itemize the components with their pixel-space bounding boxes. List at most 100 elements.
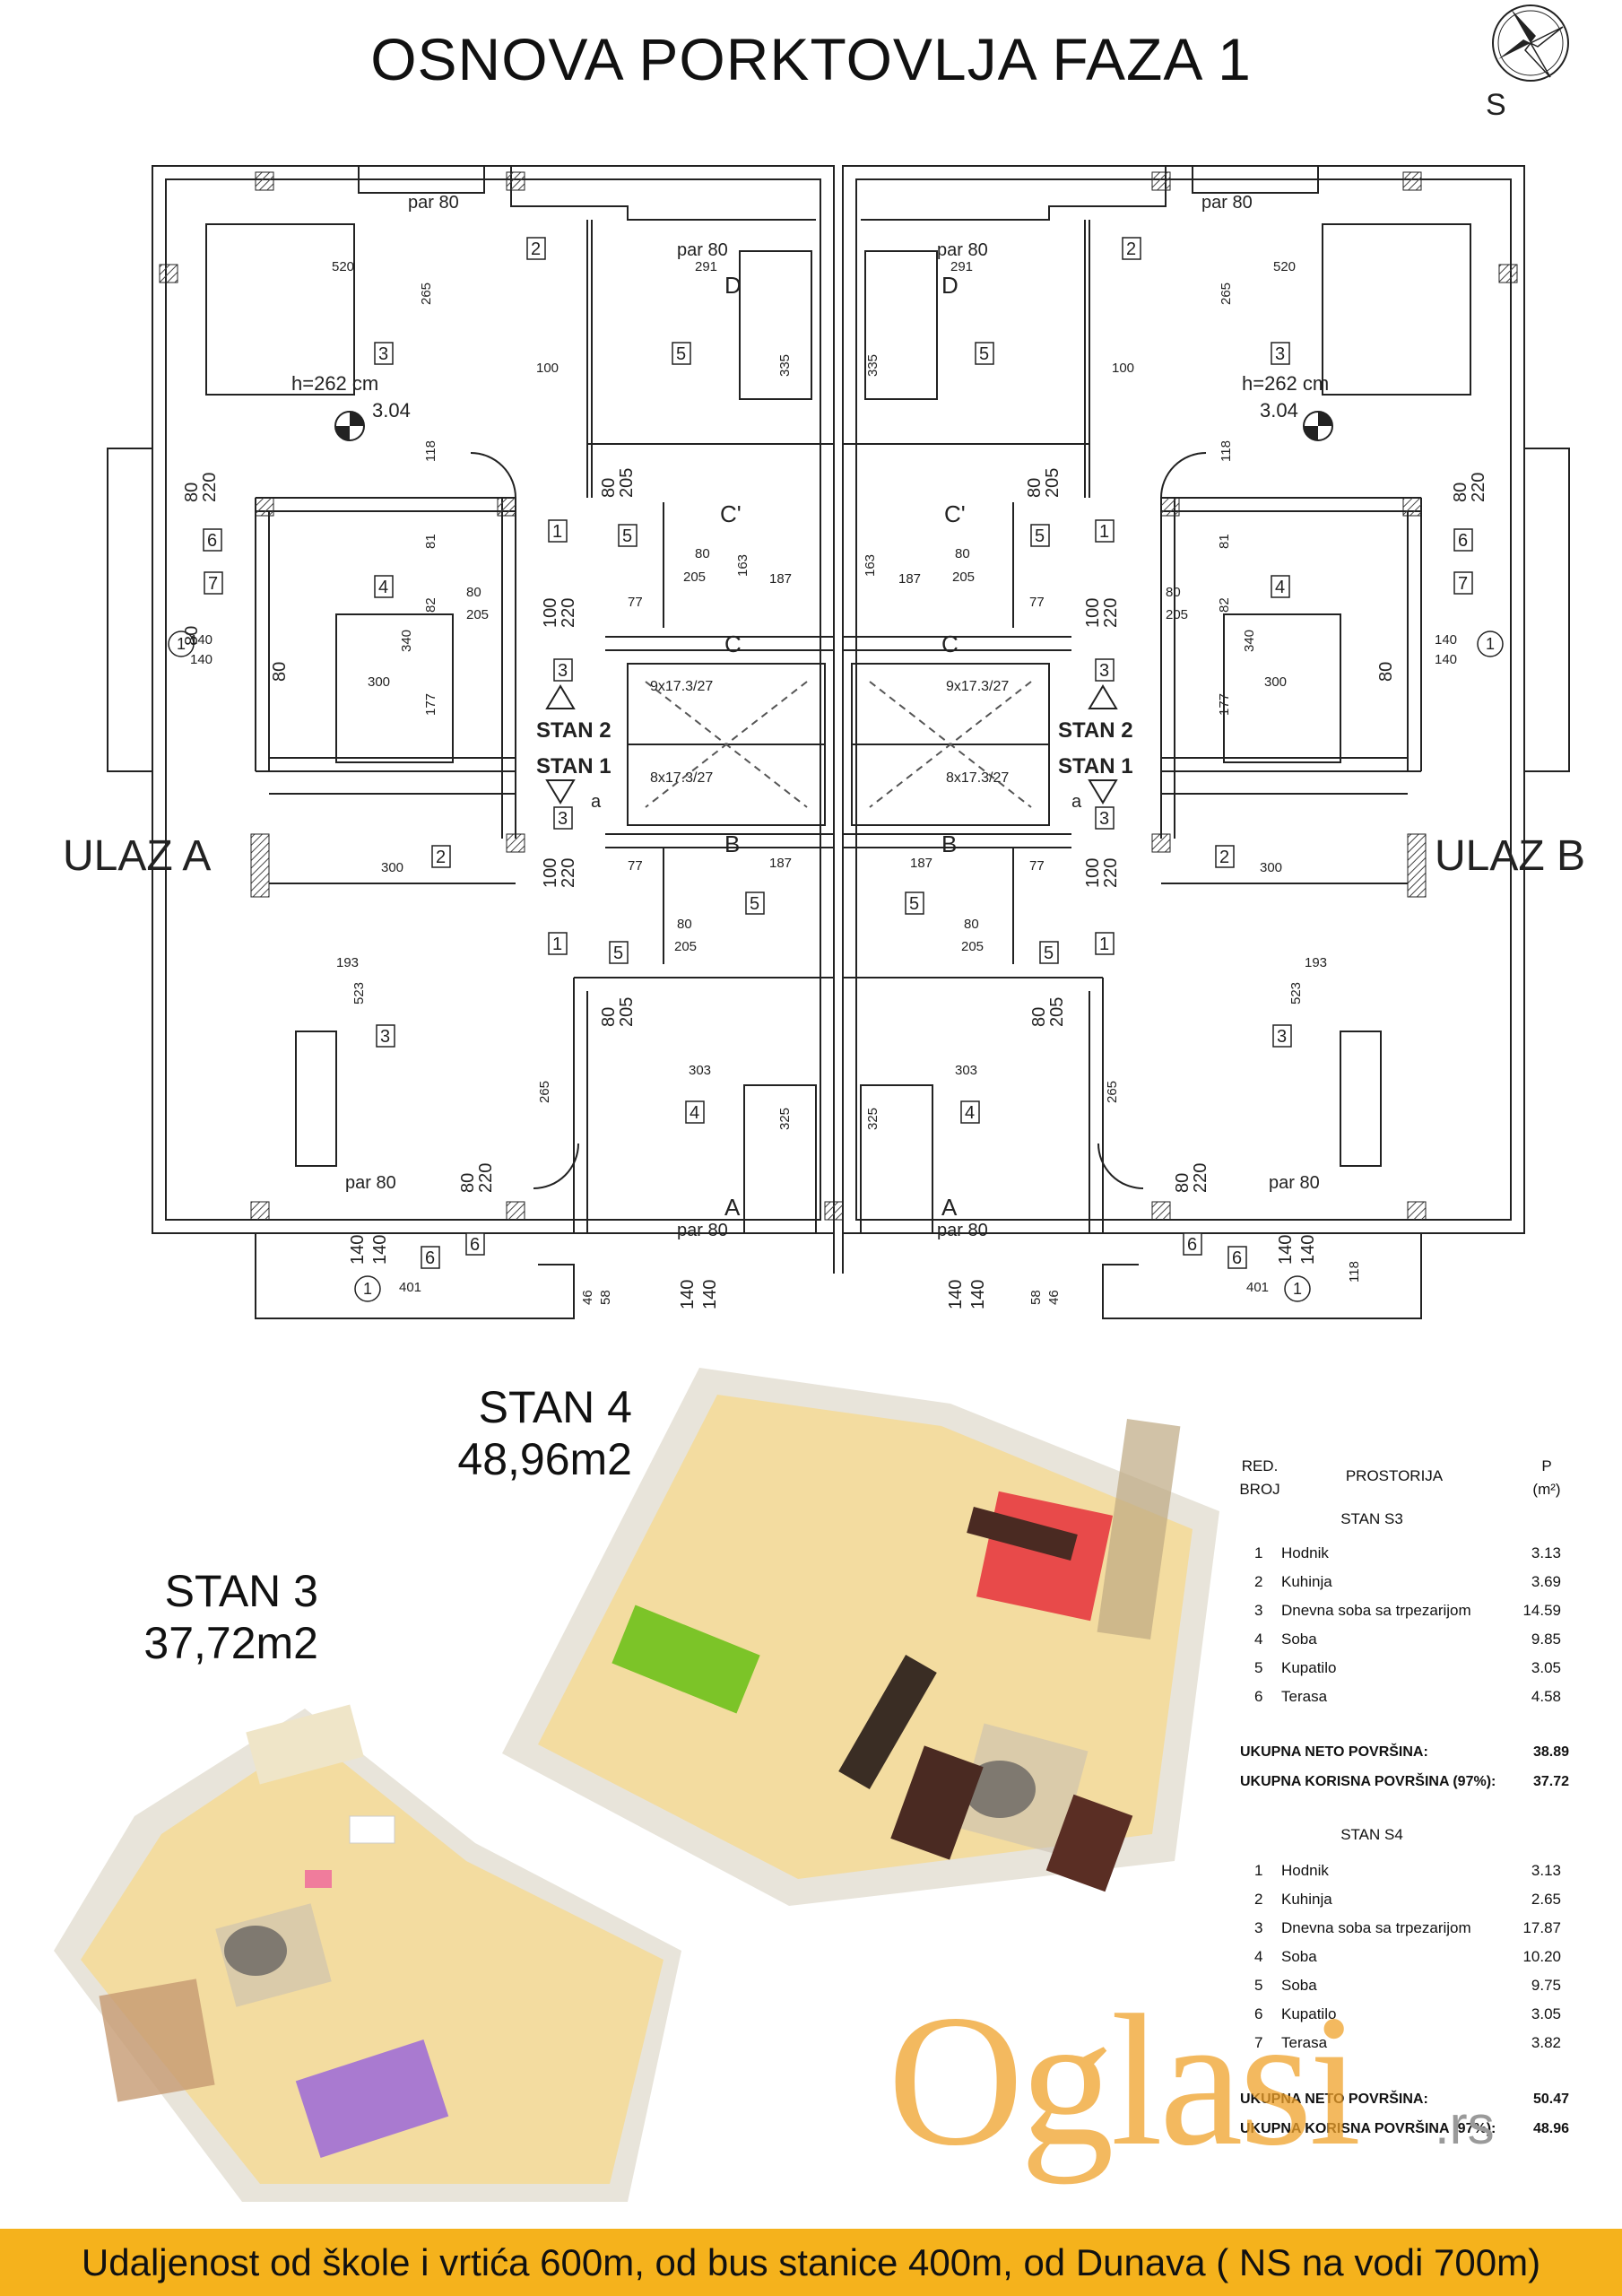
dimension-label: 177 [423,693,438,716]
dimension-label: 523 [351,982,367,1004]
room-name-cell: Kuhinja [1281,1573,1332,1590]
dimension-label: 193 [336,955,359,970]
room-number: 1 [552,522,562,542]
s4-korisna-value: 48.96 [1532,2121,1569,2136]
room-name-cell: Kuhinja [1281,1891,1332,1908]
watermark-suffix: .rs [1435,2095,1495,2155]
dimension-label: 140 [1435,632,1457,648]
dimension-label: 303 [689,1063,711,1078]
room-name-cell: Hodnik [1281,1544,1329,1561]
dimension-label: 300 [1264,674,1287,690]
dimension-label: 205 [1047,997,1067,1027]
room-number: 2 [1126,239,1136,259]
dimension-label: 220 [476,1163,496,1193]
dimension-label: 46 [1046,1290,1062,1305]
room-area-cell: 3.05 [1531,2005,1561,2022]
stan4-name: STAN 4 [478,1382,632,1432]
dimension-label: 80 [599,478,619,498]
dimension-label: 177 [1217,693,1232,716]
dimension-label: 205 [617,997,637,1027]
room-number: 3 [1099,809,1109,829]
dimension-label: 220 [1469,473,1488,502]
dimension-label: 520 [1273,259,1296,274]
s4-neto-value: 50.47 [1532,2092,1569,2107]
s3-neto-value: 38.89 [1532,1744,1569,1760]
par80-label: par 80 [345,1173,396,1193]
par80-label: par 80 [677,240,728,260]
dimension-label: 80 [1451,483,1470,502]
dimension-label: 80 [182,483,202,502]
room-number: 3 [1275,344,1285,364]
axis-label: C' [720,500,742,527]
par80-label: par 80 [937,240,988,260]
axis-label: A [724,1194,741,1221]
room-number: 4 [378,578,388,597]
room-number: 6 [425,1248,435,1268]
dimension-label: 325 [777,1108,793,1130]
dimension-label: 187 [910,856,932,871]
stair-label: 9x17.3/27 [946,679,1009,694]
room-area-cell: 9.75 [1531,1977,1561,1994]
dimension-label: 187 [898,571,921,587]
dimension-label: 265 [537,1081,552,1103]
room-area-cell: 14.59 [1522,1602,1561,1619]
room-number: 5 [750,894,759,914]
dimension-label: 80 [1376,662,1396,682]
dimension-label: 100 [1083,858,1103,888]
room-area-cell: 10.20 [1522,1948,1561,1965]
room-number: 4 [965,1103,975,1123]
dimension-label: 80 [458,1173,478,1193]
axis-label: B [941,831,957,857]
room-number-cell: 7 [1254,2034,1263,2051]
dimension-label: 100 [536,361,559,376]
footer-text: Udaljenost od škole i vrtića 600m, od bu… [81,2240,1541,2283]
dimension-label: 205 [1166,607,1188,622]
dimension-label: 82 [1217,597,1232,613]
s3-korisna-label: UKUPNA KORISNA POVRŠINA (97%): [1240,1774,1496,1789]
axis-label: A [941,1194,958,1221]
room-number: 7 [208,574,218,594]
room-number: 1 [552,935,562,954]
dimension-label: 140 [968,1280,988,1309]
room-number-cell: 1 [1254,1544,1263,1561]
room-number: 1 [1099,522,1109,542]
axis-label: B [724,831,740,857]
room-number-cell: 6 [1254,2005,1263,2022]
room-area-cell: 3.13 [1531,1544,1561,1561]
dimension-label: 100 [1083,598,1103,628]
dimension-label: 187 [769,856,792,871]
s3-korisna-value: 37.72 [1532,1774,1569,1789]
stan2-label-left: STAN 2 [536,718,612,743]
dimension-label: 291 [695,259,717,274]
room-number: 5 [909,894,919,914]
floor-plan: ULAZ A ULAZ B STAN 2 STAN 1 STAN 2 STAN … [63,165,1585,1319]
room-number: 6 [1187,1235,1197,1255]
dimension-label: 340 [399,630,414,652]
dimension-label: 118 [423,440,438,462]
dimension-label: 140 [700,1280,720,1309]
dimension-label: 80 [270,662,290,682]
room-area-cell: 9.85 [1531,1631,1561,1648]
room-number-cell: 4 [1254,1631,1263,1648]
dimension-label: 335 [865,354,880,377]
dimension-label: 81 [423,534,438,549]
dimension-label: 205 [952,570,975,585]
dimension-label: 100 [1112,361,1134,376]
room-number: 6 [1232,1248,1242,1268]
axis-label: D [941,272,958,299]
dimension-label: 300 [1260,860,1282,875]
stan3-area: 37,72m2 [143,1618,318,1668]
dimension-label: 220 [1101,858,1121,888]
table-header-unit: (m²) [1532,1481,1561,1498]
dimension-label: 300 [381,860,403,875]
dimension-label: 100 [541,598,560,628]
room-number-cell: 2 [1254,1573,1263,1590]
room-number: 6 [470,1235,480,1255]
